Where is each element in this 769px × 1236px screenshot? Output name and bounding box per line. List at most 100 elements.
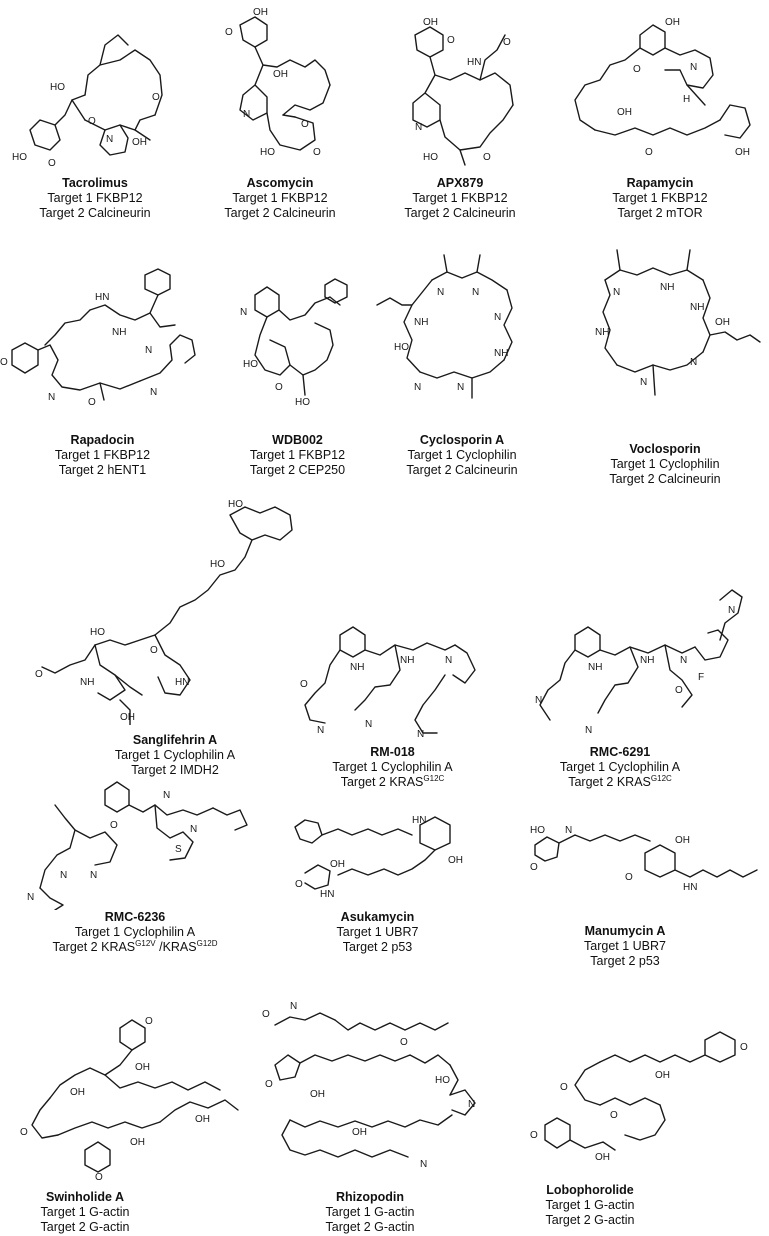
- svg-text:O: O: [645, 147, 653, 158]
- target-1: Target 1 UBR7: [336, 925, 419, 939]
- svg-text:N: N: [414, 382, 421, 393]
- svg-text:O: O: [530, 1130, 538, 1141]
- svg-text:N: N: [468, 1099, 475, 1110]
- svg-text:N: N: [420, 1159, 427, 1170]
- compound-name: Cyclosporin A: [419, 433, 505, 447]
- svg-text:O: O: [400, 1037, 408, 1048]
- mutation-superscript: G12C: [650, 773, 672, 783]
- compound-name: APX879: [436, 176, 484, 190]
- apx879-caption: APX879 Target 1 FKBP12 Target 2 Calcineu…: [385, 176, 535, 221]
- target-2: Target 2 Calcineurin: [404, 206, 516, 220]
- manumycin-a-structure: HO N O OH O HN: [525, 815, 765, 915]
- svg-text:O: O: [35, 669, 43, 680]
- asukamycin-structure: HN OH OH O HN: [290, 805, 465, 900]
- svg-text:NH: NH: [640, 655, 654, 666]
- svg-text:O: O: [48, 158, 56, 169]
- rmc-6291-caption: RMC-6291 Target 1 Cyclophilin A Target 2…: [520, 745, 720, 790]
- svg-text:NH: NH: [80, 677, 94, 688]
- svg-text:HO: HO: [423, 152, 438, 163]
- svg-text:OH: OH: [310, 1089, 325, 1100]
- target-1: Target 1 Cyclophilin: [610, 457, 720, 471]
- target-1: Target 1 Cyclophilin A: [114, 748, 236, 762]
- svg-text:OH: OH: [352, 1127, 367, 1138]
- target-2: Target 2 Calcineurin: [406, 463, 518, 477]
- svg-text:OH: OH: [70, 1087, 85, 1098]
- target-2: Target 2 G-actin: [40, 1220, 130, 1234]
- svg-text:OH: OH: [132, 137, 147, 148]
- svg-text:O: O: [88, 397, 96, 408]
- svg-text:O: O: [740, 1042, 748, 1053]
- svg-text:N: N: [445, 655, 452, 666]
- compound-name: RMC-6291: [589, 745, 651, 759]
- target-2: Target 2 mTOR: [617, 206, 703, 220]
- svg-text:O: O: [152, 92, 160, 103]
- target-2: Target 2 CEP250: [249, 463, 346, 477]
- mutation-superscript: G12D: [196, 938, 218, 948]
- target-2: Target 2 hENT1: [58, 463, 147, 477]
- svg-text:O: O: [262, 1009, 270, 1020]
- rhizopodin-structure: O N O OH O HO N OH N: [260, 995, 485, 1180]
- svg-text:OH: OH: [130, 1137, 145, 1148]
- compound-name: Rapadocin: [70, 433, 135, 447]
- svg-text:OH: OH: [448, 855, 463, 866]
- svg-text:O: O: [503, 37, 511, 48]
- target-2-prefix: Target 2 KRAS: [52, 940, 136, 954]
- compound-name: Swinholide A: [45, 1190, 124, 1204]
- rhizopodin-caption: Rhizopodin Target 1 G-actin Target 2 G-a…: [295, 1190, 445, 1235]
- rmc-6236-structure: O N N S N N N: [15, 770, 260, 910]
- target-2: Target 2 G-actin: [545, 1213, 635, 1227]
- svg-text:O: O: [88, 116, 96, 127]
- target-1: Target 1 UBR7: [584, 939, 666, 953]
- target-2: Target 2 Calcineurin: [224, 206, 336, 220]
- compound-name: Ascomycin: [246, 176, 314, 190]
- svg-text:N: N: [437, 287, 444, 298]
- wdb002-structure: N HO O HO: [235, 275, 360, 415]
- svg-text:N: N: [472, 287, 479, 298]
- svg-text:OH: OH: [423, 17, 438, 28]
- target-2: Target 2 KRASG12C: [520, 773, 720, 790]
- rmc-6236-caption: RMC-6236 Target 1 Cyclophilin A Target 2…: [10, 910, 260, 955]
- svg-text:N: N: [535, 695, 542, 706]
- svg-text:OH: OH: [665, 17, 680, 28]
- svg-text:O: O: [20, 1127, 28, 1138]
- target-1: Target 1 G-actin: [40, 1205, 130, 1219]
- compound-name: WDB002: [272, 433, 323, 447]
- svg-text:N: N: [145, 345, 152, 356]
- target-2: Target 2 KRASG12C: [295, 774, 490, 790]
- svg-text:N: N: [690, 357, 697, 368]
- rapadocin-structure: HN NH N O N O N: [0, 265, 205, 415]
- swinholide-a-caption: Swinholide A Target 1 G-actin Target 2 G…: [5, 1190, 165, 1235]
- svg-text:N: N: [690, 62, 697, 73]
- cyclosporin-a-structure: N N N NH N N HO NH: [372, 250, 552, 415]
- svg-text:OH: OH: [253, 7, 268, 18]
- lobophorolide-caption: Lobophorolide Target 1 G-actin Target 2 …: [515, 1183, 665, 1228]
- target-1: Target 1 FKBP12: [612, 191, 708, 205]
- voclosporin-structure: N NH NH OH N N NH: [565, 240, 765, 415]
- svg-text:HN: HN: [467, 57, 481, 68]
- target-2: Target 2 p53: [590, 954, 660, 968]
- svg-text:N: N: [150, 387, 157, 398]
- svg-text:N: N: [613, 287, 620, 298]
- svg-text:N: N: [240, 307, 247, 318]
- rapamycin-structure: OH O H N OH O OH: [565, 10, 755, 170]
- target-1: Target 1 FKBP12: [412, 191, 508, 205]
- svg-text:O: O: [110, 820, 118, 831]
- compound-name: Rhizopodin: [335, 1190, 405, 1204]
- svg-text:OH: OH: [655, 1070, 670, 1081]
- svg-text:HO: HO: [530, 825, 545, 836]
- svg-text:HO: HO: [210, 559, 225, 570]
- voclosporin-caption: Voclosporin Target 1 Cyclophilin Target …: [565, 442, 765, 487]
- svg-text:HO: HO: [295, 397, 310, 408]
- svg-text:OH: OH: [735, 147, 750, 158]
- sanglifehrin-a-structure: HO HO HO O O NH HN OH: [30, 495, 350, 725]
- svg-text:N: N: [317, 725, 324, 736]
- svg-text:N: N: [163, 790, 170, 801]
- compound-name: RM-018: [370, 745, 415, 759]
- svg-text:OH: OH: [135, 1062, 150, 1073]
- svg-text:NH: NH: [414, 317, 428, 328]
- svg-text:S: S: [175, 844, 182, 855]
- swinholide-a-structure: O OH OH O OH OH O: [10, 1010, 250, 1180]
- svg-text:O: O: [0, 357, 8, 368]
- svg-text:N: N: [90, 870, 97, 881]
- target-1: Target 1 Cyclophilin A: [74, 925, 196, 939]
